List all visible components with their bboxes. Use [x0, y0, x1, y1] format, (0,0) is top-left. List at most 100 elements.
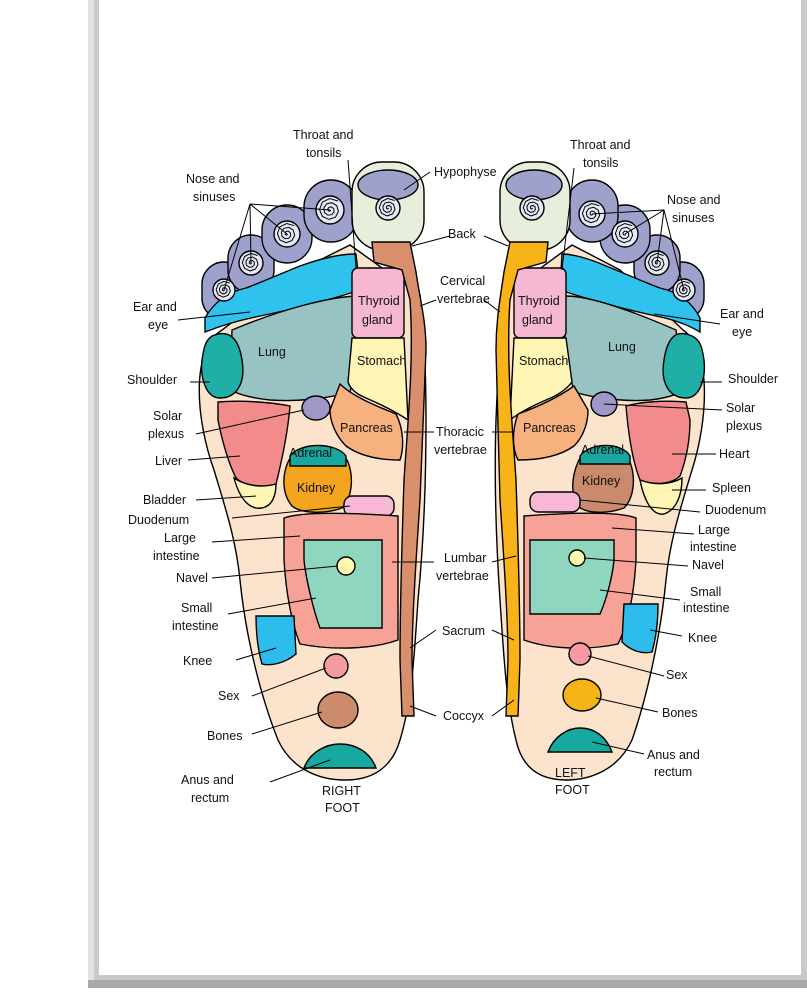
label-spleen: Spleen: [712, 481, 751, 495]
label-ear-left-2: eye: [732, 325, 752, 339]
label-small-right-1: Small: [181, 601, 212, 615]
left-anus: [546, 727, 614, 753]
right-anus: [302, 743, 378, 769]
right-spiral-1-coil: [378, 197, 396, 217]
label-solar-left-2: plexus: [726, 419, 762, 433]
right-sex: [323, 653, 349, 679]
outer-labels: Throat and tonsils Nose and sinuses Hypo…: [127, 128, 778, 815]
label-anus-left-1: Anus and: [647, 748, 700, 762]
label-sex-right: Sex: [218, 689, 240, 703]
label-solar-right-1: Solar: [153, 409, 182, 423]
zone-thyroid-left-1: Thyroid: [518, 294, 560, 308]
frame-left-edge: [88, 0, 94, 985]
zone-stomach-left: Stomach: [519, 354, 568, 368]
zone-pancreas-left: Pancreas: [523, 421, 576, 435]
label-ear-right-2: eye: [148, 318, 168, 332]
left-pancreas: [512, 384, 589, 461]
label-nose-right-1: Nose and: [186, 172, 240, 186]
right-navel: [336, 556, 356, 576]
zone-pancreas-right: Pancreas: [340, 421, 393, 435]
zone-stomach-right: Stomach: [357, 354, 406, 368]
label-left-foot-2: FOOT: [555, 783, 590, 797]
left-bones: [562, 678, 602, 712]
label-right-foot-1: RIGHT: [322, 784, 361, 798]
label-hypophyse: Hypophyse: [434, 165, 497, 179]
label-thoracic-2: vertebrae: [434, 443, 487, 457]
right-spine: [371, 241, 427, 717]
right-small-intestine: [303, 539, 383, 629]
label-ear-left-1: Ear and: [720, 307, 764, 321]
label-throat-right-1: Throat and: [293, 128, 354, 142]
right-knee: [255, 615, 297, 666]
zone-thyroid-right-1: Thyroid: [358, 294, 400, 308]
zone-lung-left: Lung: [608, 340, 636, 354]
label-throat-left-2: tonsils: [583, 156, 618, 170]
frame-shadow: [88, 980, 807, 988]
left-spine: [495, 241, 549, 717]
label-solar-right-2: plexus: [148, 427, 184, 441]
left-knee: [621, 603, 659, 654]
label-large-left-2: intestine: [690, 540, 737, 554]
label-cervical-1: Cervical: [440, 274, 485, 288]
right-shoulder: [200, 332, 244, 399]
left-spiral-5-coil: [675, 280, 691, 298]
right-adrenal: [289, 444, 347, 467]
zone-adrenal-left: Adrenal: [581, 443, 624, 457]
right-stomach: [347, 337, 409, 422]
right-bladder: [232, 476, 277, 509]
label-anus-left-2: rectum: [654, 765, 692, 779]
right-bones: [317, 691, 359, 729]
zone-kidney-right: Kidney: [297, 481, 336, 495]
label-sex-left: Sex: [666, 668, 688, 682]
left-sinus-band: [559, 253, 701, 334]
left-spiral-3-coil: [614, 222, 634, 244]
leader-lines: [177, 159, 723, 783]
label-coccyx: Coccyx: [443, 709, 485, 723]
label-liver: Liver: [155, 454, 182, 468]
label-nose-right-2: sinuses: [193, 190, 235, 204]
label-anus-right-2: rectum: [191, 791, 229, 805]
label-right-foot-2: FOOT: [325, 801, 360, 815]
zone-lung-right: Lung: [258, 345, 286, 359]
label-cervical-2: vertebrae: [437, 292, 490, 306]
zone-kidney-left: Kidney: [582, 474, 621, 488]
label-thoracic-1: Thoracic: [436, 425, 484, 439]
label-throat-right-2: tonsils: [306, 146, 341, 160]
label-shoulder-right: Shoulder: [127, 373, 177, 387]
label-bones-left: Bones: [662, 706, 697, 720]
label-large-right-2: intestine: [153, 549, 200, 563]
label-left-foot-1: LEFT: [555, 766, 586, 780]
left-duodenum: [529, 491, 581, 513]
label-shoulder-left: Shoulder: [728, 372, 778, 386]
left-spiral-1-coil: [522, 197, 540, 217]
label-throat-left-1: Throat and: [570, 138, 631, 152]
left-navel: [568, 549, 586, 567]
left-adrenal: [579, 444, 631, 465]
label-ear-right-1: Ear and: [133, 300, 177, 314]
label-sacrum: Sacrum: [442, 624, 485, 638]
label-anus-right-1: Anus and: [181, 773, 234, 787]
label-small-right-2: intestine: [172, 619, 219, 633]
zone-thyroid-right-2: gland: [362, 313, 393, 327]
left-foot-zone-labels: Thyroid gland Stomach Pancreas Lung Adre…: [518, 294, 636, 488]
right-spiral-5-coil: [215, 280, 231, 298]
zone-adrenal-right: Adrenal: [289, 446, 332, 460]
label-large-left-1: Large: [698, 523, 730, 537]
right-spiral-3-coil: [276, 222, 296, 244]
right-pancreas: [329, 382, 404, 461]
label-navel-left: Navel: [692, 558, 724, 572]
label-lumbar-2: vertebrae: [436, 569, 489, 583]
label-back: Back: [448, 227, 477, 241]
label-nose-left-1: Nose and: [667, 193, 721, 207]
label-navel-right: Navel: [176, 571, 208, 585]
label-knee-right: Knee: [183, 654, 212, 668]
zone-thyroid-left-2: gland: [522, 313, 553, 327]
right-solar-plexus: [301, 395, 331, 421]
label-bones-right: Bones: [207, 729, 242, 743]
label-nose-left-2: sinuses: [672, 211, 714, 225]
label-small-left-2: intestine: [683, 601, 730, 615]
left-shoulder: [662, 332, 706, 399]
label-solar-left-1: Solar: [726, 401, 755, 415]
